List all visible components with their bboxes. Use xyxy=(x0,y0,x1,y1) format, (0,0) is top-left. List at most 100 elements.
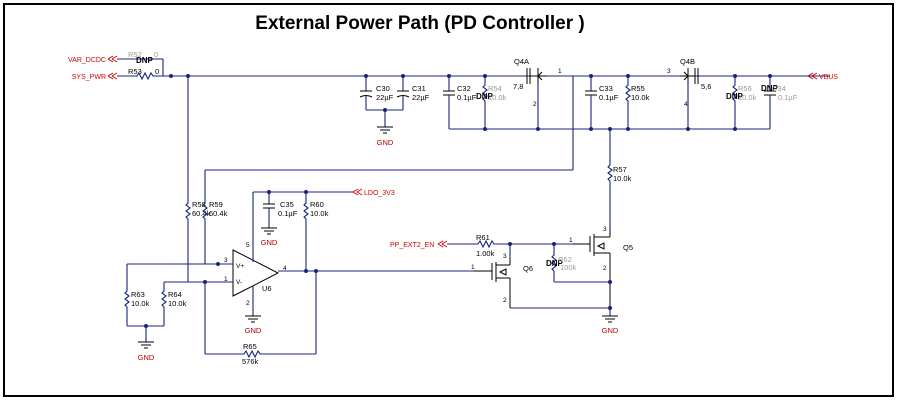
svg-text:3: 3 xyxy=(224,257,228,264)
svg-text:LDO_3V3: LDO_3V3 xyxy=(364,190,395,197)
svg-text:22µF: 22µF xyxy=(412,93,430,102)
svg-text:4: 4 xyxy=(684,101,688,108)
svg-text:10.0k: 10.0k xyxy=(613,174,632,183)
svg-text:10.0k: 10.0k xyxy=(631,93,650,102)
capacitor-c31: C31 22µF xyxy=(396,76,430,110)
svg-text:1: 1 xyxy=(471,264,475,271)
svg-text:4: 4 xyxy=(283,265,287,272)
svg-text:R52: R52 xyxy=(128,50,142,59)
svg-text:Q4B: Q4B xyxy=(680,57,695,66)
net-flag-vbus: VBUS xyxy=(807,72,838,81)
svg-text:10.0k: 10.0k xyxy=(168,299,187,308)
resistor-r63: R63 10.0k xyxy=(124,264,150,326)
mosfet-q4b: Q4B 5,6 3 4 xyxy=(667,57,711,129)
svg-text:10.0k: 10.0k xyxy=(488,93,507,102)
svg-text:GND: GND xyxy=(245,326,262,335)
capacitor-c35: GND C35 0.1µF xyxy=(261,192,298,247)
svg-text:R64: R64 xyxy=(168,290,182,299)
svg-text:R58: R58 xyxy=(192,200,206,209)
svg-text:0.1µF: 0.1µF xyxy=(278,209,298,218)
ground-symbol-q5: GND xyxy=(602,315,619,335)
capacitor-c34: DNP C34 0.1µF xyxy=(761,76,798,129)
mosfet-q6: 1 3 2 Q6 xyxy=(471,244,533,308)
svg-text:R65: R65 xyxy=(243,342,257,351)
svg-text:R53: R53 xyxy=(128,67,142,76)
resistor-r62: DNP R62 100k xyxy=(546,244,610,283)
svg-text:VBUS: VBUS xyxy=(819,74,838,81)
resistor-r61: R61 1.00k xyxy=(447,233,573,258)
mosfet-q5: 1 3 2 Q5 xyxy=(569,226,633,308)
svg-text:2: 2 xyxy=(503,297,507,304)
svg-text:DNP: DNP xyxy=(476,92,494,101)
svg-text:0: 0 xyxy=(154,50,158,59)
svg-text:3: 3 xyxy=(503,253,507,260)
svg-text:R56: R56 xyxy=(738,84,752,93)
net-flag-var-dcdc: VAR_DCDC xyxy=(68,55,164,76)
svg-text:DNP: DNP xyxy=(726,92,744,101)
net-flag-ldo-3v3: LDO_3V3 xyxy=(352,188,395,197)
ground-symbol-c30: GND xyxy=(377,126,394,147)
svg-text:10.0k: 10.0k xyxy=(131,299,150,308)
svg-text:576k: 576k xyxy=(242,357,259,366)
resistor-r57: R57 10.0k xyxy=(607,129,632,228)
capacitor-c32: C32 0.1µF xyxy=(443,76,477,129)
svg-text:0.1µF: 0.1µF xyxy=(778,93,798,102)
svg-text:R60: R60 xyxy=(310,200,324,209)
opamp-u6: V+ V- 3 1 4 5 2 U6 GND xyxy=(224,242,287,335)
resistor-r52: R52 0 DNP xyxy=(128,50,158,65)
svg-text:C30: C30 xyxy=(376,84,390,93)
svg-text:C31: C31 xyxy=(412,84,426,93)
resistor-r54: DNP R54 10.0k xyxy=(476,76,507,129)
svg-text:DNP: DNP xyxy=(546,259,564,268)
svg-text:1.00k: 1.00k xyxy=(476,249,495,258)
svg-text:2: 2 xyxy=(533,101,537,108)
svg-text:GND: GND xyxy=(602,326,619,335)
svg-text:2: 2 xyxy=(603,265,607,272)
svg-text:R55: R55 xyxy=(631,84,645,93)
net-flag-pp-ext2-en: PP_EXT2_EN xyxy=(390,240,448,249)
svg-text:Q6: Q6 xyxy=(523,264,533,273)
svg-text:Q4A: Q4A xyxy=(514,57,529,66)
svg-text:DNP: DNP xyxy=(136,56,154,65)
svg-text:R63: R63 xyxy=(131,290,145,299)
capacitor-c33: C33 0.1µF xyxy=(585,76,619,129)
svg-text:0: 0 xyxy=(155,67,159,76)
svg-text:100k: 100k xyxy=(560,263,577,272)
ground-symbol-r63: GND xyxy=(138,341,155,362)
svg-text:10.0k: 10.0k xyxy=(310,209,329,218)
svg-text:U6: U6 xyxy=(262,284,272,293)
svg-text:0.1µF: 0.1µF xyxy=(599,93,619,102)
svg-text:3: 3 xyxy=(603,226,607,233)
svg-text:7,8: 7,8 xyxy=(513,82,523,91)
diagram-title: External Power Path (PD Controller ) xyxy=(255,13,584,34)
svg-text:C35: C35 xyxy=(280,200,294,209)
resistor-r65: R65 576k xyxy=(205,342,316,366)
svg-text:10.0k: 10.0k xyxy=(738,93,757,102)
svg-text:1: 1 xyxy=(569,237,573,244)
svg-text:Q5: Q5 xyxy=(623,243,633,252)
svg-text:5,6: 5,6 xyxy=(701,82,711,91)
svg-text:R61: R61 xyxy=(476,233,490,242)
resistor-r55: R55 10.0k xyxy=(625,76,650,129)
svg-text:GND: GND xyxy=(377,138,394,147)
svg-text:1: 1 xyxy=(558,68,562,75)
svg-text:C34: C34 xyxy=(772,84,786,93)
svg-text:R54: R54 xyxy=(488,84,502,93)
svg-text:1: 1 xyxy=(224,276,228,283)
svg-text:R62: R62 xyxy=(558,255,572,264)
svg-text:C33: C33 xyxy=(599,84,613,93)
svg-text:SYS_PWR: SYS_PWR xyxy=(72,74,106,81)
svg-text:GND: GND xyxy=(138,353,155,362)
svg-text:C32: C32 xyxy=(457,84,471,93)
svg-text:V+: V+ xyxy=(236,263,244,270)
svg-text:PP_EXT2_EN: PP_EXT2_EN xyxy=(390,242,434,249)
svg-text:VAR_DCDC: VAR_DCDC xyxy=(68,57,106,64)
svg-text:GND: GND xyxy=(261,238,278,247)
svg-text:DNP: DNP xyxy=(761,84,779,93)
resistor-r58: R58 60.4k xyxy=(185,76,211,282)
svg-text:2: 2 xyxy=(246,300,250,307)
resistor-r53: R53 0 xyxy=(117,67,830,81)
svg-text:R59: R59 xyxy=(209,200,223,209)
